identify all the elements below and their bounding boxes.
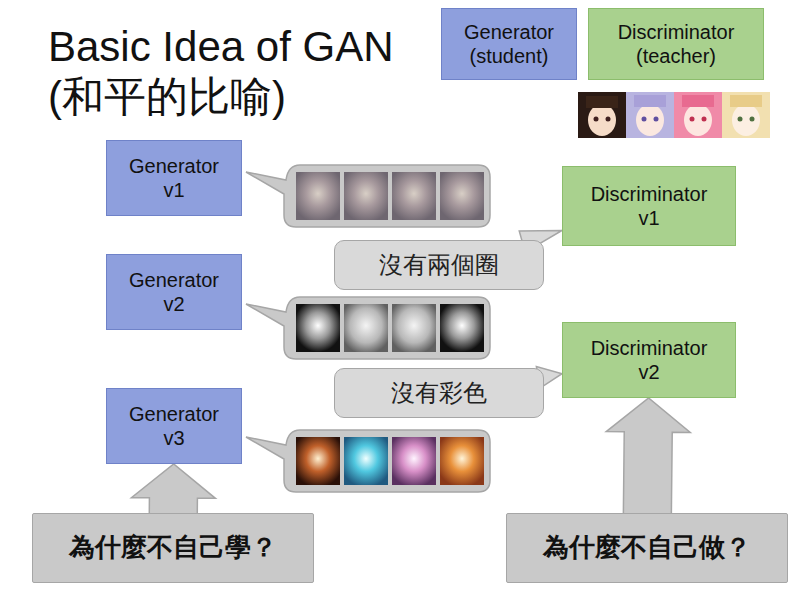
node-label: 為什麼不自己學？ (69, 532, 277, 563)
discriminator-box: Discriminator (teacher) (588, 8, 764, 80)
block-arrow (131, 464, 215, 517)
generator-box: Generator v3 (106, 388, 242, 464)
node-label: Discriminator v1 (591, 182, 708, 230)
generator-box: Generator v2 (106, 254, 242, 330)
block-arrow (606, 398, 690, 517)
node-label: 沒有彩色 (391, 379, 487, 408)
node-label: Discriminator v2 (591, 336, 708, 384)
node-label: Generator v1 (129, 154, 219, 202)
image-callout (246, 430, 490, 492)
discriminator-box: Discriminator v1 (562, 166, 736, 246)
speech-bubble: 沒有彩色 (334, 368, 544, 418)
node-label: Generator (student) (464, 20, 554, 68)
node-label: Generator v3 (129, 402, 219, 450)
face-samples (578, 92, 770, 138)
question-callout: 為什麼不自己學？ (32, 513, 314, 583)
node-label: 沒有兩個圈 (379, 251, 499, 280)
node-label: Generator v2 (129, 268, 219, 316)
slide-title: Basic Idea of GAN (和平的比喻) (48, 22, 418, 122)
generator-box: Generator (student) (441, 8, 577, 80)
node-label: 為什麼不自己做？ (543, 532, 751, 563)
generator-box: Generator v1 (106, 140, 242, 216)
speech-bubble: 沒有兩個圈 (334, 240, 544, 290)
node-label: Discriminator (teacher) (618, 20, 735, 68)
question-callout: 為什麼不自己做？ (506, 513, 788, 583)
discriminator-box: Discriminator v2 (562, 322, 736, 398)
image-callout (246, 297, 490, 359)
image-callout (246, 165, 490, 227)
